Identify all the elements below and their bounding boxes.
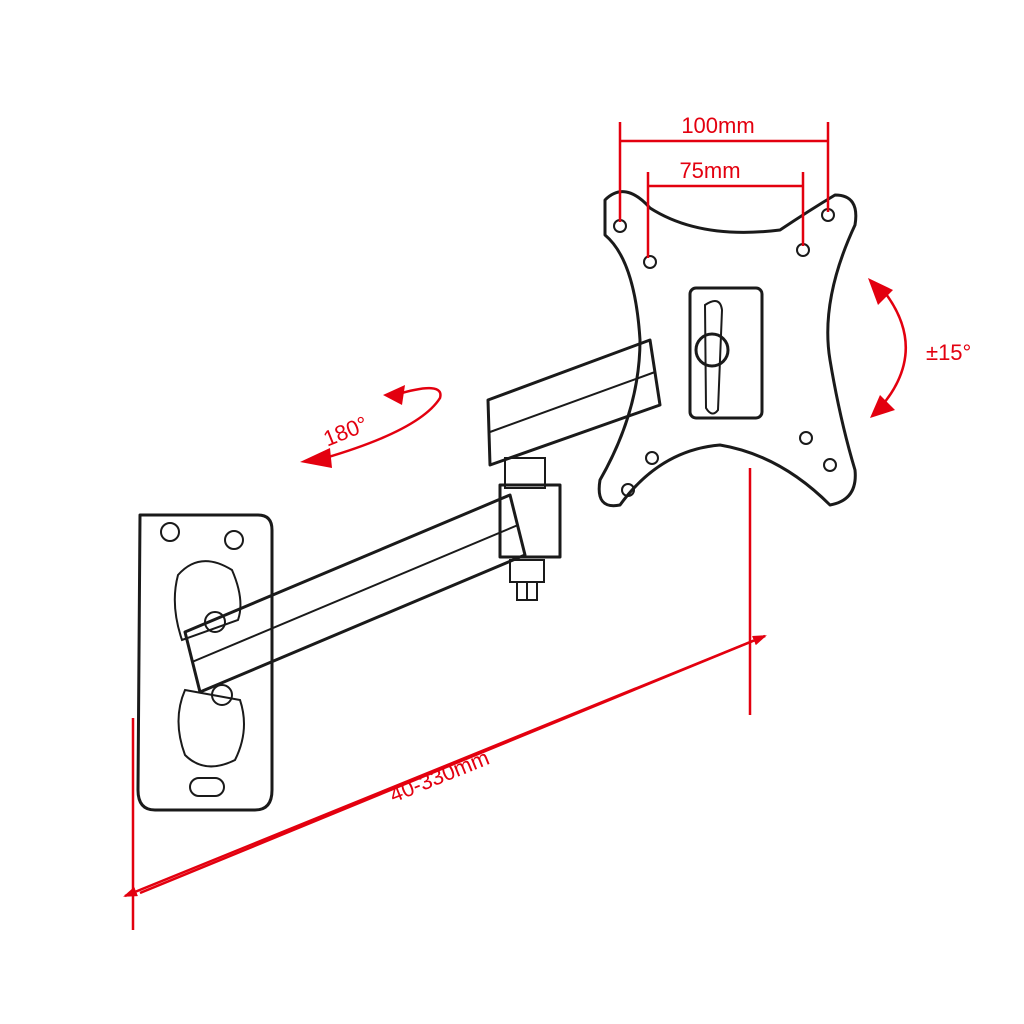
- dimension-75mm: 75mm: [646, 158, 805, 258]
- elbow-pivot: [504, 457, 546, 489]
- vesa-hole-75-bottom-right: [799, 431, 813, 445]
- tilt-bracket: [688, 286, 764, 420]
- vesa-plate: [597, 190, 858, 508]
- vesa-hole-100-bottom-right: [823, 458, 837, 472]
- tilt-indicator: ±15°: [868, 278, 971, 418]
- label-100mm: 100mm: [681, 113, 754, 138]
- label-tilt: ±15°: [926, 340, 971, 365]
- label-extension: 40-330mm: [386, 745, 493, 808]
- lower-arm: [183, 457, 562, 694]
- vesa-hole-100-bottom-left: [621, 483, 635, 497]
- elbow-nut: [509, 559, 545, 583]
- upper-arm: [486, 338, 662, 467]
- wall-plate-slot: [189, 777, 225, 797]
- dimension-100mm: 100mm: [618, 113, 830, 222]
- wall-plate-hole-top-left: [160, 522, 180, 542]
- bolt-lower: [211, 684, 233, 706]
- elbow-joint: [498, 483, 562, 559]
- dimension-extension: 40-330mm: [123, 468, 767, 930]
- vesa-hole-75-top-left: [643, 255, 657, 269]
- label-75mm: 75mm: [679, 158, 740, 183]
- swivel-indicator: 180°: [300, 385, 442, 468]
- vesa-hole-75-bottom-left: [645, 451, 659, 465]
- tilt-knob: [694, 332, 730, 368]
- wall-plate-hole-top-right: [224, 530, 244, 550]
- wall-plate: [136, 513, 274, 812]
